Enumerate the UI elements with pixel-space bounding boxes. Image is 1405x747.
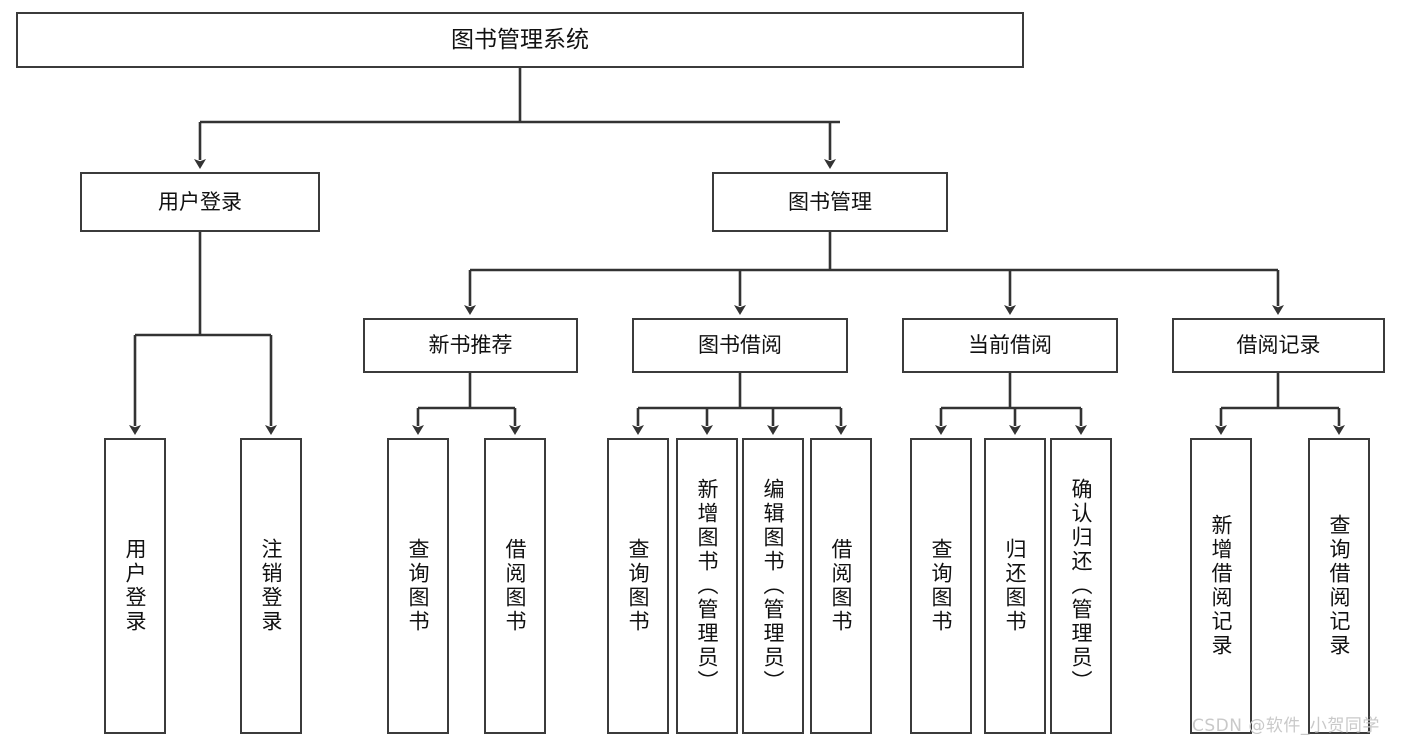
node-leaf-query-book-rec[interactable]: 查询图书 (387, 438, 449, 734)
node-leaf-query-record-label: 查询借阅记录 (1327, 514, 1352, 658)
node-leaf-query-book-borrow-label: 查询图书 (626, 538, 651, 634)
node-leaf-query-book-cur[interactable]: 查询图书 (910, 438, 972, 734)
node-leaf-borrow-book-label: 借阅图书 (829, 538, 854, 634)
node-current-borrow[interactable]: 当前借阅 (902, 318, 1118, 373)
node-leaf-edit-book[interactable]: 编辑图书（管理员） (742, 438, 804, 734)
node-user-login-label: 用户登录 (158, 189, 242, 214)
node-book-borrow[interactable]: 图书借阅 (632, 318, 848, 373)
node-leaf-confirm-return-label: 确认归还（管理员） (1069, 478, 1094, 694)
node-leaf-logout[interactable]: 注销登录 (240, 438, 302, 734)
node-leaf-borrow-book-rec[interactable]: 借阅图书 (484, 438, 546, 734)
node-root-label: 图书管理系统 (451, 26, 589, 53)
node-leaf-user-login-label: 用户登录 (123, 538, 148, 634)
node-leaf-query-book-rec-label: 查询图书 (406, 538, 431, 634)
node-leaf-return-book-label: 归还图书 (1003, 538, 1028, 634)
node-new-book-recommend-label: 新书推荐 (428, 333, 513, 358)
node-new-book-recommend[interactable]: 新书推荐 (363, 318, 578, 373)
node-leaf-add-record[interactable]: 新增借阅记录 (1190, 438, 1252, 734)
node-leaf-logout-label: 注销登录 (259, 538, 284, 634)
node-leaf-add-record-label: 新增借阅记录 (1209, 514, 1234, 658)
node-leaf-borrow-book[interactable]: 借阅图书 (810, 438, 872, 734)
watermark-csdn: CSDN @软件_小贺同学 (1192, 716, 1380, 736)
node-root[interactable]: 图书管理系统 (16, 12, 1024, 68)
node-leaf-query-book-borrow[interactable]: 查询图书 (607, 438, 669, 734)
node-leaf-add-book-label: 新增图书（管理员） (695, 478, 720, 694)
node-book-borrow-label: 图书借阅 (698, 333, 782, 358)
node-user-login[interactable]: 用户登录 (80, 172, 320, 232)
node-borrow-record-label: 借阅记录 (1236, 333, 1321, 358)
node-leaf-add-book[interactable]: 新增图书（管理员） (676, 438, 738, 734)
node-leaf-borrow-book-rec-label: 借阅图书 (503, 538, 528, 634)
node-leaf-user-login[interactable]: 用户登录 (104, 438, 166, 734)
node-leaf-return-book[interactable]: 归还图书 (984, 438, 1046, 734)
node-book-manage[interactable]: 图书管理 (712, 172, 948, 232)
node-leaf-query-record[interactable]: 查询借阅记录 (1308, 438, 1370, 734)
node-book-manage-label: 图书管理 (788, 189, 872, 214)
node-leaf-confirm-return[interactable]: 确认归还（管理员） (1050, 438, 1112, 734)
node-leaf-query-book-cur-label: 查询图书 (929, 538, 954, 634)
node-leaf-edit-book-label: 编辑图书（管理员） (761, 478, 786, 694)
node-borrow-record[interactable]: 借阅记录 (1172, 318, 1385, 373)
node-current-borrow-label: 当前借阅 (968, 333, 1052, 358)
